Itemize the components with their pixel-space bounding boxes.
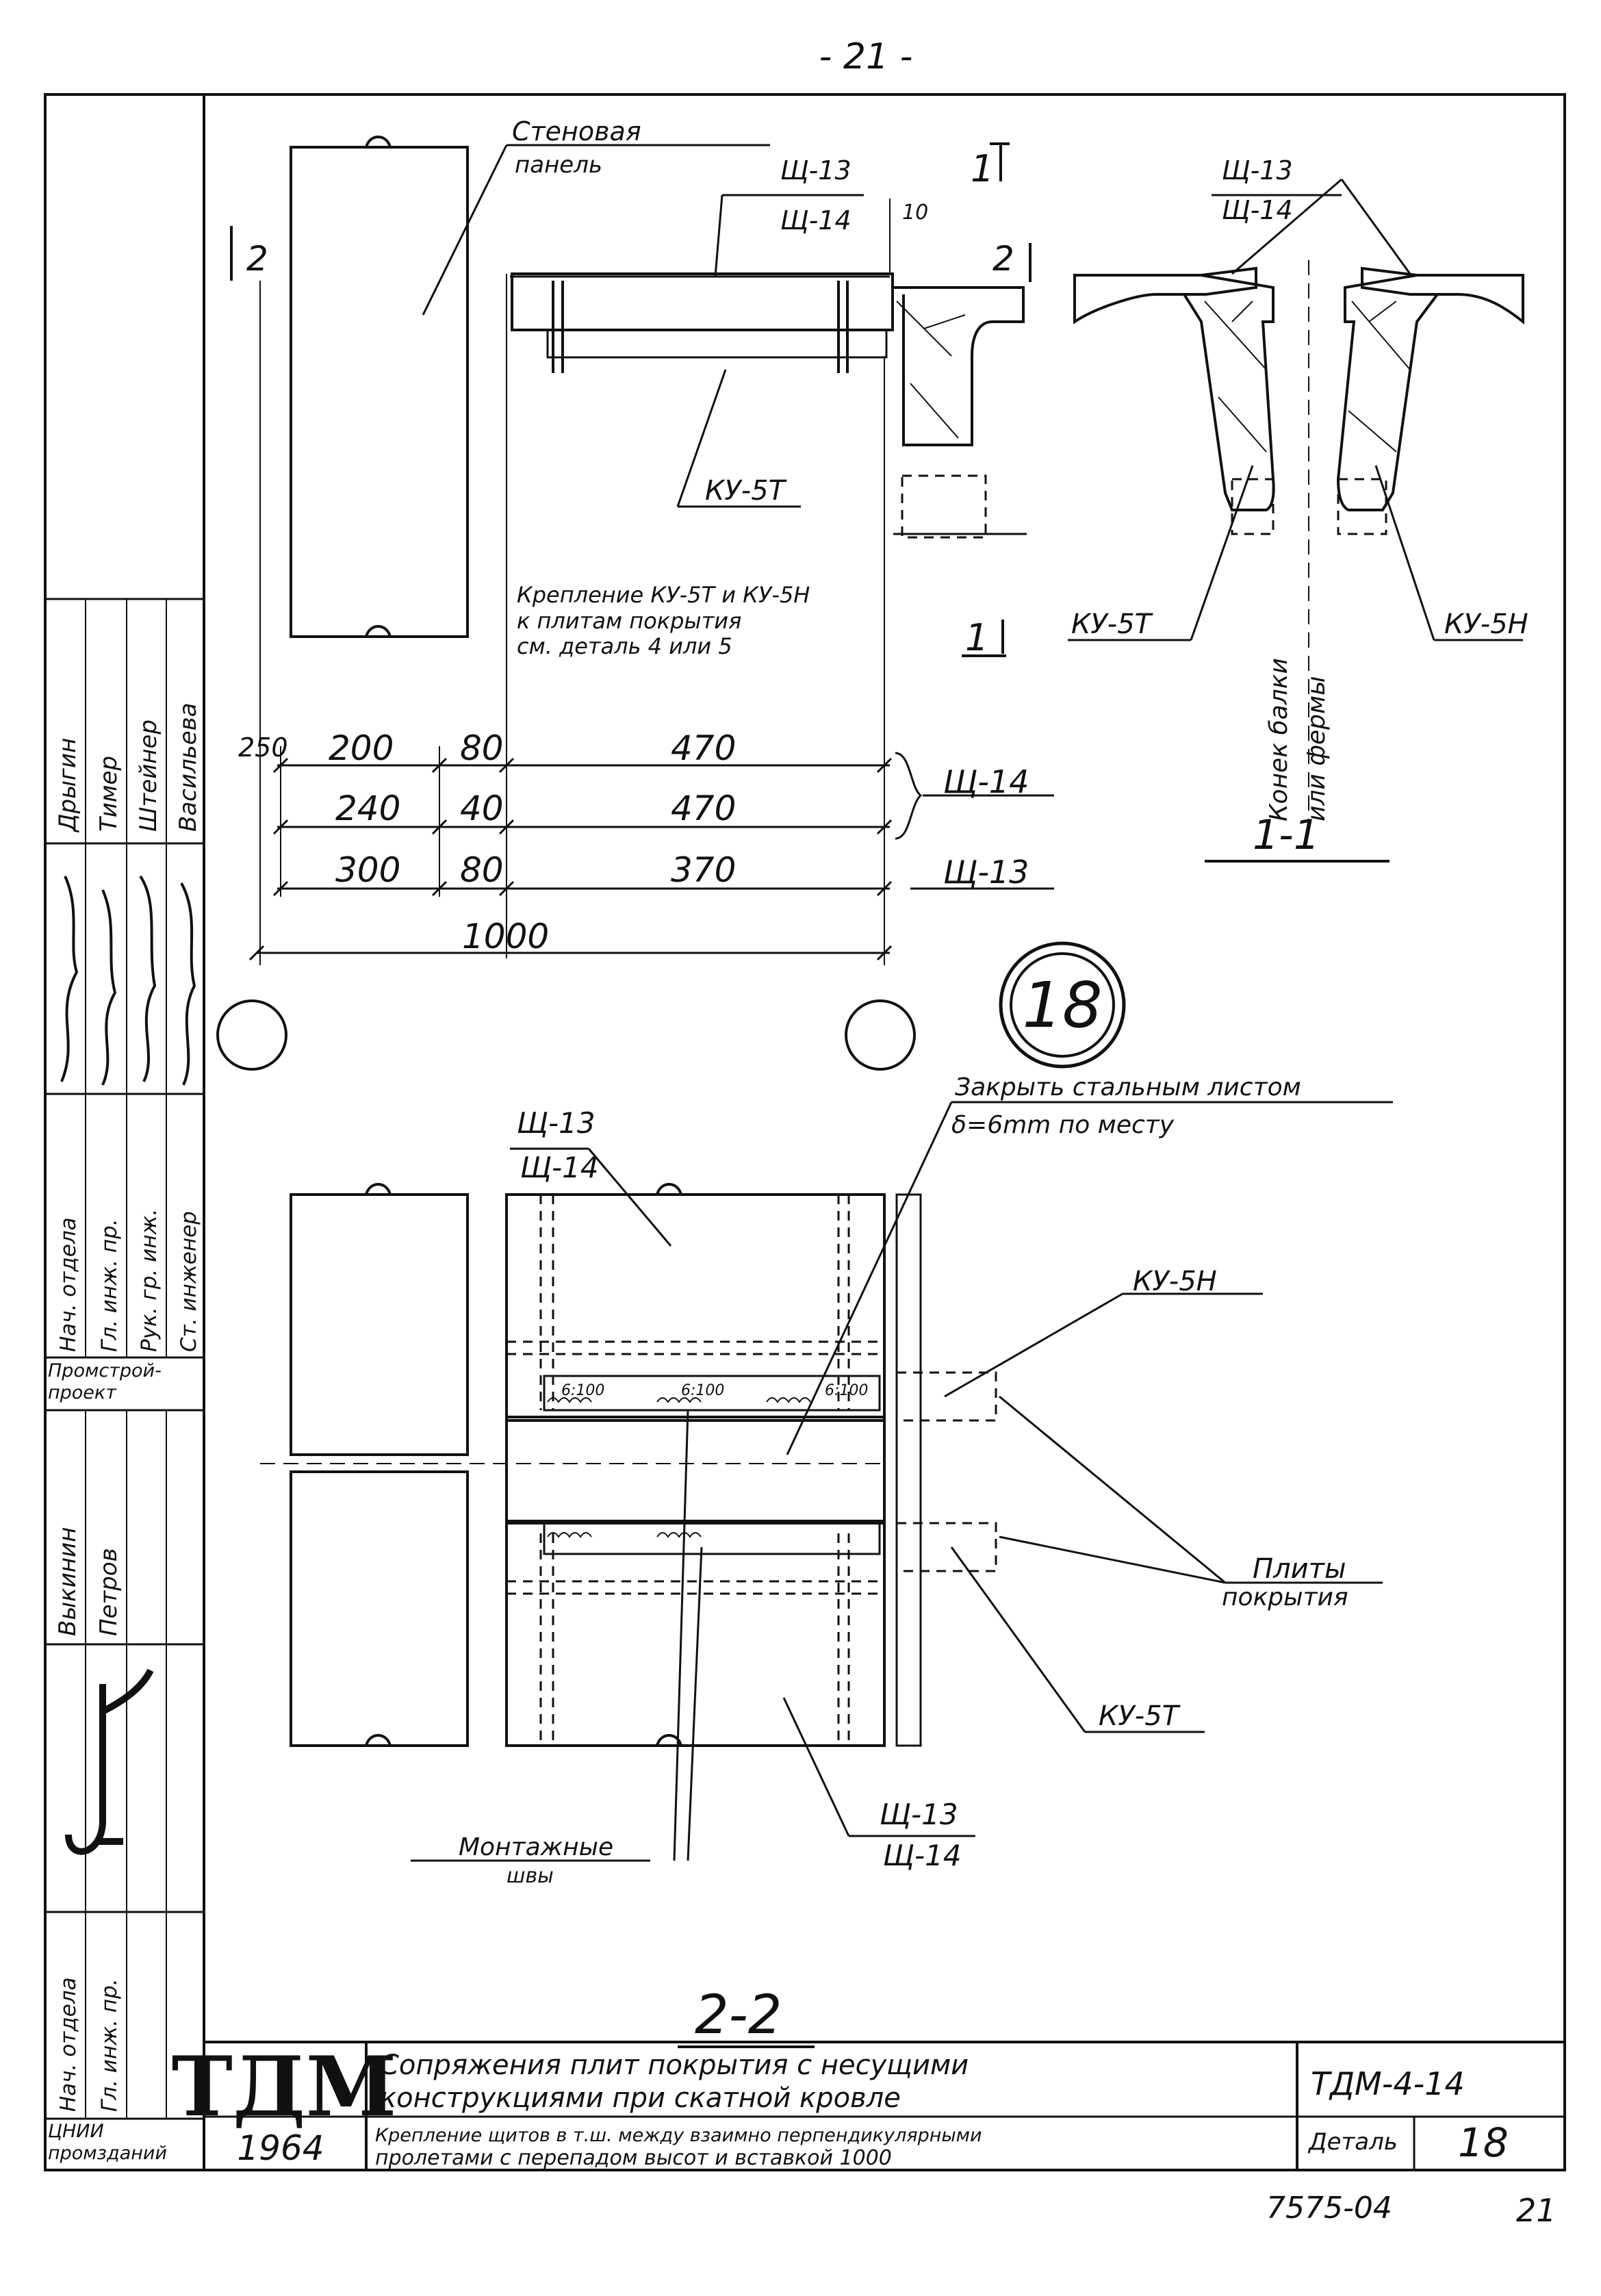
stamp-org-2: ЦНИИ промзданий: [48, 2121, 167, 2164]
plan-ku5t: КУ-5Т: [1099, 1700, 1181, 1732]
dim-row1-1: 200: [329, 728, 394, 768]
title-year: 1964: [237, 2128, 324, 2168]
section-1-1-ku5h: КУ-5Н: [1444, 609, 1528, 640]
footer-sheet-number: 21: [1516, 2192, 1557, 2229]
stamp-role-1: Гл. инж. пр.: [97, 1219, 122, 1352]
plan-bottom-sh14: Щ-14: [883, 1839, 962, 1872]
subtitle-line-2: пролетами с перепадом высот и вставкой 1…: [375, 2146, 892, 2170]
plan-top-sh13: Щ-13: [517, 1106, 595, 1140]
stamp-name-1: Тимер: [95, 756, 123, 832]
detail-number-badge: 18: [999, 941, 1126, 1069]
stamp-role-0: Нач. отдела: [56, 1217, 81, 1352]
dim-row1-0: 250: [238, 732, 288, 763]
stamp-signature-large: [65, 1668, 154, 1855]
detail-label: Деталь: [1307, 2128, 1398, 2156]
stamp-bottom-role-1: Гл. инж. пр.: [97, 1978, 122, 2112]
plan-2-2-view: 6:100 6:100 6:100 Щ-13 Щ-14 Закрыть стал…: [260, 1073, 1393, 2048]
stamp-mid-role-1: Петров: [95, 1548, 123, 1636]
plan-ku5h: КУ-5Н: [1133, 1266, 1217, 1297]
steel-note-1: Закрыть стальным листом: [955, 1073, 1301, 1101]
seams-label-1: Монтажные: [459, 1833, 613, 1861]
stamp-name-0: Дрыгин: [54, 738, 81, 833]
dim-row1-3: 470: [671, 728, 736, 768]
steel-note-2: δ=6mm по месту: [951, 1111, 1175, 1139]
axis-circle-left: [216, 999, 287, 1071]
wall-panel-label-1: Стеновая: [512, 116, 641, 146]
section-view-top: Стеновая панель Щ-13 Щ-14 10 1 2 2 КУ-5Т: [216, 116, 1032, 1071]
weld-mark-0: 6:100: [561, 1382, 604, 1399]
subtitle-line-1: Крепление щитов в т.ш. между взаимно пер…: [375, 2125, 982, 2146]
section-1-1-ku5t: КУ-5Т: [1071, 609, 1154, 640]
weld-mark-2: 6:100: [825, 1382, 868, 1399]
fixing-note-3: см. деталь 4 или 5: [517, 633, 732, 659]
section-1-1-view: Щ-13 Щ-14 КУ-5Т КУ-5Н Конек балки или фе…: [1068, 155, 1528, 863]
plates-label-1: Плиты: [1253, 1553, 1346, 1585]
footer-sheet-code: 7575-04: [1266, 2191, 1392, 2225]
dim-row3-1: 80: [460, 850, 504, 890]
detail-number: 18: [1022, 969, 1102, 1042]
cut-marker-2-left: 2: [246, 239, 268, 279]
dimension-block: 250 200 80 470 240 40 470 300 80 370 100…: [238, 728, 1054, 961]
stamp-bottom-role-0: Нач. отдела: [56, 1977, 81, 2112]
section-1-1-title: 1-1: [1253, 811, 1320, 859]
stamp-name-3: Васильева: [175, 702, 202, 832]
fixing-note-2: к плитам покрытия: [517, 608, 741, 634]
stamp-role-2: Рук. гр. инж.: [137, 1209, 162, 1352]
dim-row3-0: 300: [335, 850, 400, 890]
weld-mark-1: 6:100: [681, 1382, 724, 1399]
section-1-1-sh13: Щ-13: [1222, 155, 1293, 186]
dim-label-sh14: Щ-14: [943, 763, 1029, 800]
stamp-org-1: Промстрой-проект: [48, 1360, 162, 1403]
board-label-sh13: Щ-13: [780, 155, 851, 186]
plan-top-sh14: Щ-14: [520, 1151, 599, 1184]
outer-frame: [44, 93, 1566, 2171]
cut-marker-1: 1: [971, 147, 994, 190]
wall-panel-label-2: панель: [515, 151, 602, 179]
title-line-1: Сопряжения плит покрытия с несущими: [380, 2050, 969, 2081]
dim-row3-2: 370: [671, 850, 736, 890]
dim-row2-1: 40: [460, 789, 504, 828]
logo: ТДМ: [172, 2039, 397, 2135]
dim-total: 1000: [462, 917, 549, 956]
stamp-name-2: Штейнер: [135, 719, 162, 832]
section-1-1-sh14: Щ-14: [1222, 195, 1293, 225]
seams-label-2: швы: [507, 1864, 554, 1888]
axis-circle-right: [845, 999, 916, 1071]
dim-label-sh13: Щ-13: [943, 854, 1029, 891]
gap-label: 10: [902, 201, 928, 225]
cut-marker-1-bottom: 1: [965, 616, 988, 659]
fixing-note-1: Крепление КУ-5Т и КУ-5Н: [517, 582, 810, 608]
dim-row2-0: 240: [335, 789, 400, 828]
stamp-role-3: Ст. инженер: [177, 1211, 201, 1352]
board-label-sh14: Щ-14: [780, 205, 851, 235]
dim-row2-2: 470: [671, 789, 736, 828]
drawing-code: ТДМ-4-14: [1311, 2065, 1465, 2102]
cut-marker-2: 2: [992, 239, 1014, 279]
ku5t-label-top: КУ-5Т: [705, 475, 788, 507]
plan-bottom-sh13: Щ-13: [880, 1798, 958, 1831]
detail-number-title: 18: [1458, 2119, 1509, 2166]
stamp-signatures: [60, 875, 196, 1086]
page-number: - 21 -: [819, 36, 913, 77]
beam-label-2: или фермы: [1303, 676, 1331, 821]
title-block: ТДМ 1964 Сопряжения плит покрытия с несу…: [172, 2039, 1565, 2170]
plates-label-2: покрытия: [1222, 1583, 1348, 1611]
beam-label-1: Конек балки: [1265, 658, 1293, 821]
plan-2-2-title: 2-2: [695, 1985, 782, 2046]
left-stamp: Дрыгин Тимер Штейнер Васильева Нач. отде…: [45, 598, 204, 2164]
dim-row1-2: 80: [460, 728, 504, 768]
stamp-mid-role-0: Выкинин: [54, 1527, 81, 1636]
title-line-2: конструкциями при скатной кровле: [380, 2082, 901, 2114]
